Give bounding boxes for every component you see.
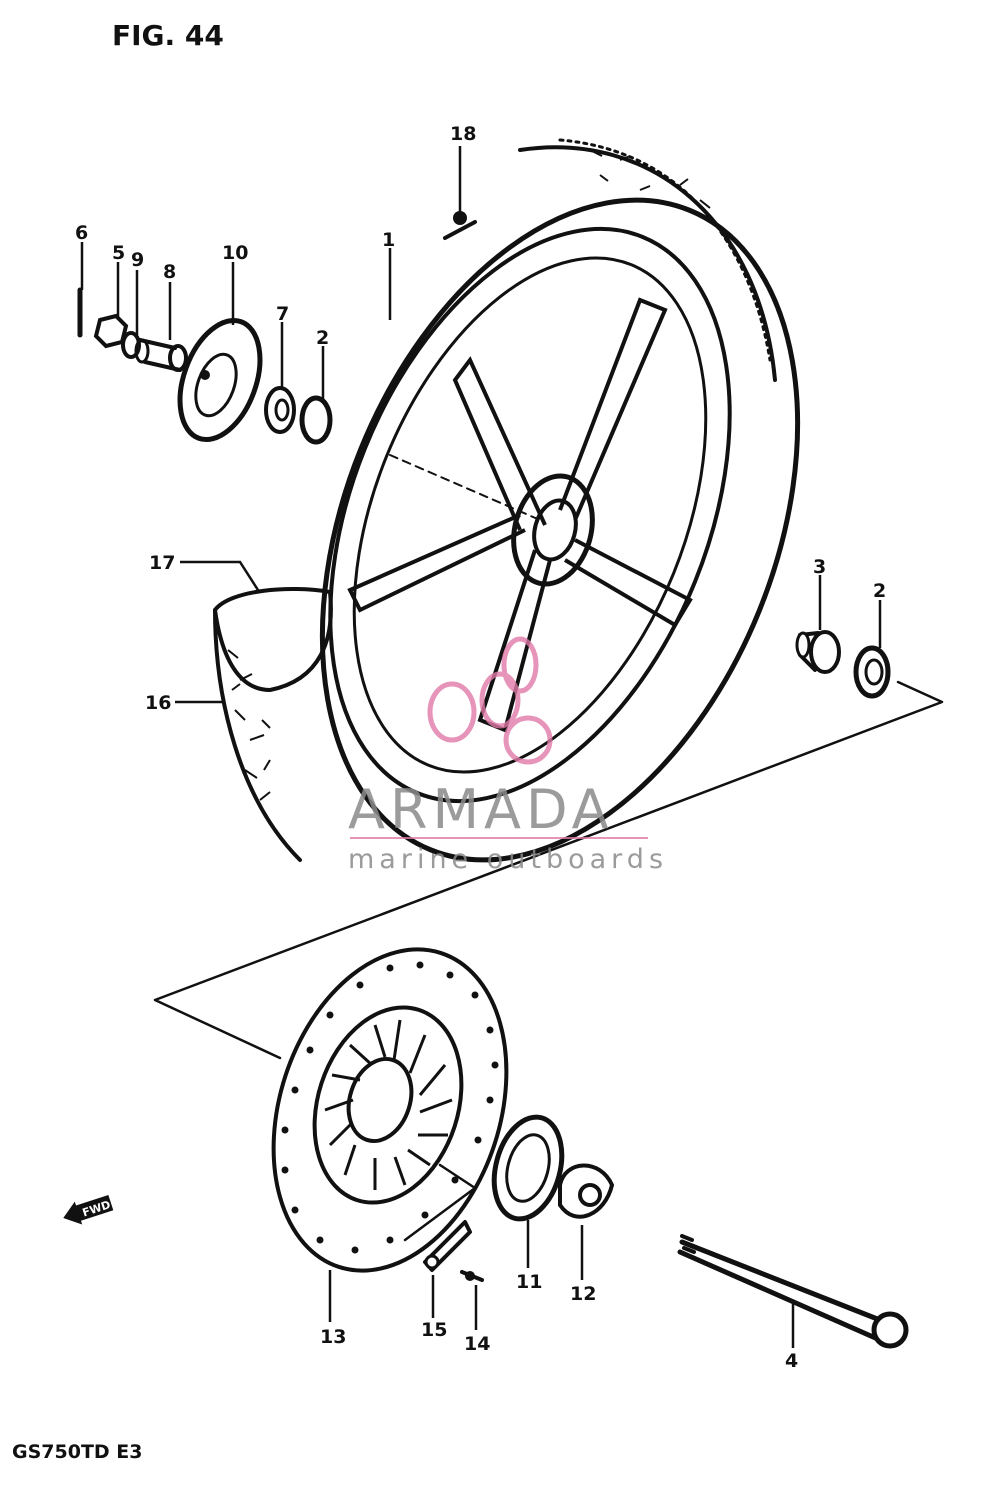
wheel-drawing <box>213 138 801 863</box>
assembly-guide-lines <box>153 680 944 1060</box>
part-number-18: 18 <box>450 123 476 145</box>
part-number-14: 14 <box>464 1333 490 1355</box>
right-axle-parts <box>795 630 891 699</box>
part-number-8: 8 <box>163 261 176 283</box>
figure-title: FIG. 44 <box>112 19 224 52</box>
model-code: GS750TD E3 <box>12 1441 143 1463</box>
part-number-9: 9 <box>131 249 144 271</box>
valve-part <box>443 211 477 240</box>
speedometer-seal-part <box>491 1114 565 1222</box>
part-number-16: 16 <box>145 692 171 714</box>
part-number-3: 3 <box>813 556 826 578</box>
forward-direction-marker: FWD <box>63 1194 114 1225</box>
part-number-1: 1 <box>382 229 395 251</box>
part-number-labels: 1 2 2 3 4 5 6 7 8 9 10 11 12 13 14 15 16… <box>75 123 886 1372</box>
part-number-7: 7 <box>276 303 289 325</box>
part-number-12: 12 <box>570 1283 596 1305</box>
part-number-6: 6 <box>75 222 88 244</box>
bolt-and-washer-parts <box>423 1220 484 1282</box>
part-number-13: 13 <box>320 1326 346 1348</box>
watermark-brand: ARMADA <box>348 778 614 841</box>
part-number-5: 5 <box>112 242 125 264</box>
fwd-label: FWD <box>81 1198 112 1219</box>
part-number-4: 4 <box>785 1350 798 1372</box>
part-number-2: 2 <box>873 580 886 602</box>
part-number-11: 11 <box>516 1271 542 1293</box>
watermark-tagline: marine outboards <box>348 844 668 875</box>
part-number-17: 17 <box>149 552 175 574</box>
leader-lines <box>80 146 882 1348</box>
part-number-2: 2 <box>316 327 329 349</box>
armada-watermark: ARMADA marine outboards <box>348 636 668 875</box>
brake-disc-drawing <box>271 947 509 1273</box>
axle-part <box>677 1234 909 1349</box>
part-number-10: 10 <box>222 242 248 264</box>
part-number-15: 15 <box>421 1319 447 1341</box>
watermark-logo-mark <box>427 636 553 765</box>
spacer-part <box>558 1163 615 1219</box>
left-axle-parts <box>77 287 333 445</box>
